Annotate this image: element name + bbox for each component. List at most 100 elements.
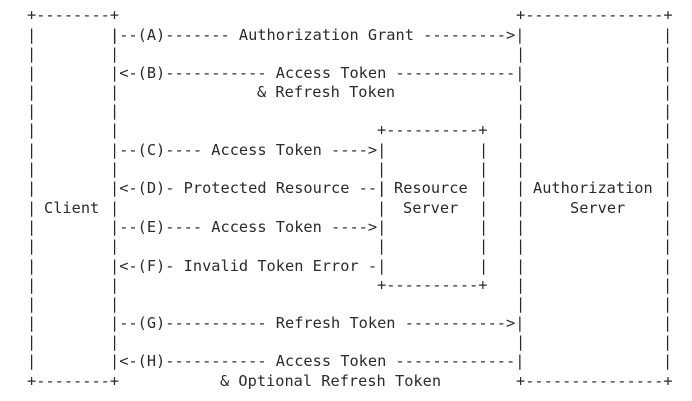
resource-server-top-border: +----------+ — [377, 121, 488, 139]
svg-text:|: | — [663, 45, 672, 63]
client-label: Client — [44, 199, 99, 217]
svg-text:|: | — [516, 141, 525, 159]
svg-text:|: | — [27, 352, 36, 370]
svg-text:|: | — [516, 276, 525, 294]
svg-text:|: | — [27, 64, 36, 82]
auth-server-label-line2: Server — [570, 199, 625, 217]
svg-text:|: | — [663, 102, 672, 120]
svg-text:|: | — [377, 179, 386, 197]
svg-text:|: | — [663, 314, 672, 332]
auth-server-bottom-border: +---------------+ — [516, 372, 673, 390]
svg-text:|: | — [479, 160, 488, 178]
svg-text:|: | — [479, 218, 488, 236]
svg-text:|: | — [110, 333, 119, 351]
client-top-border: +--------+ — [27, 6, 119, 24]
svg-text:|: | — [479, 141, 488, 159]
svg-text:|: | — [479, 199, 488, 217]
svg-text:|: | — [110, 26, 119, 44]
svg-text:|: | — [516, 45, 525, 63]
svg-text:|: | — [27, 333, 36, 351]
auth-server-right-edge: | | | | | | | | | | | | | | | | | | — [663, 26, 672, 370]
auth-server-top-border: +---------------+ — [516, 6, 673, 24]
svg-text:|: | — [377, 160, 386, 178]
svg-text:|: | — [516, 160, 525, 178]
svg-text:|: | — [110, 121, 119, 139]
resource-server-right-edge: | | | | | | | — [479, 141, 488, 275]
resource-server-label-line1: Resource — [394, 179, 468, 197]
svg-text:|: | — [377, 237, 386, 255]
svg-text:|: | — [27, 45, 36, 63]
svg-text:|: | — [663, 179, 672, 197]
svg-text:|: | — [663, 141, 672, 159]
svg-text:|: | — [27, 199, 36, 217]
flow-h-access-token-arrow: |<-(H)----------- Access Token ---------… — [110, 352, 524, 370]
svg-text:|: | — [479, 179, 488, 197]
svg-text:|: | — [27, 218, 36, 236]
auth-server-left-edge: | | | | | | | | | | | | | | — [516, 45, 525, 351]
svg-text:|: | — [516, 102, 525, 120]
svg-text:|: | — [663, 218, 672, 236]
svg-text:|: | — [27, 121, 36, 139]
resource-server-label-line2: Server — [403, 199, 458, 217]
svg-text:|: | — [27, 160, 36, 178]
flow-e-access-token-arrow: |--(E)---- Access Token ---->| — [110, 218, 386, 236]
svg-text:|: | — [663, 199, 672, 217]
svg-text:|: | — [110, 199, 119, 217]
flow-c-access-token-arrow: |--(C)---- Access Token ---->| — [110, 141, 386, 159]
svg-text:|: | — [663, 257, 672, 275]
flow-a-authorization-grant-arrow: |--(A)------- Authorization Grant ------… — [110, 26, 524, 44]
svg-text:|: | — [516, 257, 525, 275]
svg-text:|: | — [27, 257, 36, 275]
svg-text:|: | — [663, 64, 672, 82]
svg-text:|: | — [663, 352, 672, 370]
flow-g-refresh-token-arrow: |--(G)----------- Refresh Token --------… — [110, 314, 524, 332]
client-left-edge: | | | | | | | | | | | | | | | | | | — [27, 26, 36, 370]
svg-text:|: | — [516, 199, 525, 217]
svg-text:|: | — [479, 257, 488, 275]
auth-server-label-line1: Authorization — [533, 179, 653, 197]
svg-text:|: | — [663, 160, 672, 178]
svg-text:|: | — [663, 276, 672, 294]
svg-text:|: | — [110, 45, 119, 63]
svg-text:|: | — [110, 102, 119, 120]
svg-text:|: | — [27, 141, 36, 159]
svg-text:|: | — [479, 237, 488, 255]
svg-text:|: | — [110, 160, 119, 178]
svg-text:|: | — [663, 26, 672, 44]
svg-text:|: | — [27, 314, 36, 332]
svg-text:|: | — [27, 295, 36, 313]
client-right-edge: | | | | | | | | | | | — [110, 26, 119, 351]
svg-text:|: | — [516, 218, 525, 236]
svg-text:|: | — [516, 237, 525, 255]
svg-text:|: | — [27, 26, 36, 44]
svg-text:|: | — [110, 83, 119, 101]
svg-text:|: | — [377, 199, 386, 217]
client-bottom-border: +--------+ — [27, 372, 119, 390]
svg-text:|: | — [663, 295, 672, 313]
svg-text:|: | — [27, 276, 36, 294]
svg-text:|: | — [516, 179, 525, 197]
svg-text:|: | — [516, 295, 525, 313]
svg-text:|: | — [110, 295, 119, 313]
flow-d-protected-resource-arrow: |<-(D)- Protected Resource --| — [110, 179, 386, 197]
flow-b-refresh-token-label: & Refresh Token — [257, 83, 395, 101]
resource-server-left-edge: | | | | — [377, 160, 386, 255]
svg-text:|: | — [27, 179, 36, 197]
flow-b-access-token-arrow: |<-(B)----------- Access Token ---------… — [110, 64, 524, 82]
svg-text:|: | — [663, 121, 672, 139]
resource-server-bottom-border: +----------+ — [377, 276, 488, 294]
svg-text:|: | — [110, 276, 119, 294]
client-box: +--------+ +--------+ | | | | | | | | | … — [27, 6, 119, 390]
svg-text:|: | — [27, 237, 36, 255]
svg-text:|: | — [663, 333, 672, 351]
svg-text:|: | — [516, 121, 525, 139]
svg-text:|: | — [663, 83, 672, 101]
resource-server-box: +----------+ +----------+ | | | | | | | … — [377, 121, 488, 294]
svg-text:|: | — [663, 237, 672, 255]
flow-f-invalid-token-error-arrow: |<-(F)- Invalid Token Error -| — [110, 257, 386, 275]
flow-h-optional-refresh-token-label: & Optional Refresh Token — [220, 372, 441, 390]
svg-text:|: | — [27, 102, 36, 120]
svg-text:|: | — [516, 333, 525, 351]
svg-text:|: | — [110, 237, 119, 255]
